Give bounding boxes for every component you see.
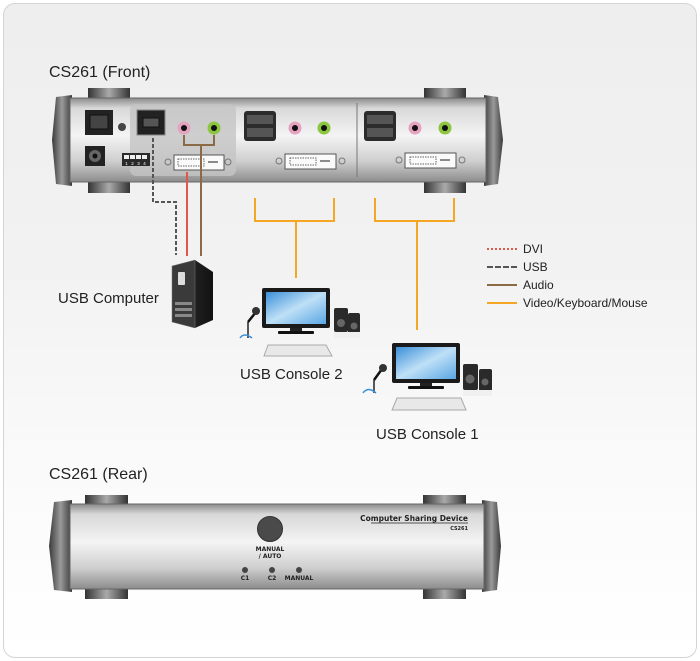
front-foot-tr bbox=[424, 88, 466, 100]
console1-icon bbox=[362, 343, 492, 411]
manual-auto-button[interactable] bbox=[257, 516, 283, 542]
led-c1 bbox=[242, 567, 248, 573]
legend-swatch-dvi bbox=[487, 248, 517, 250]
front-indicator-dot bbox=[118, 123, 126, 131]
legend-label: USB bbox=[523, 260, 548, 274]
rear-foot-tr bbox=[423, 495, 466, 506]
legend-label: DVI bbox=[523, 242, 544, 256]
legend-swatch-audio bbox=[487, 284, 517, 286]
front-foot-tl bbox=[88, 88, 130, 100]
audio-cable-bridge bbox=[183, 135, 215, 146]
legend-label: Audio bbox=[523, 278, 554, 292]
rear-title: CS261 (Rear) bbox=[49, 466, 148, 483]
microphone-icon bbox=[362, 364, 387, 394]
legend-label: Video/Keyboard/Mouse bbox=[523, 296, 648, 310]
console1-label: USB Console 1 bbox=[376, 426, 479, 443]
dip-label: 4 bbox=[143, 161, 146, 166]
rear-foot-tl bbox=[85, 495, 128, 506]
rear-foot-br bbox=[423, 587, 466, 599]
legend-item-usb: USB bbox=[487, 258, 648, 276]
front-title: CS261 (Front) bbox=[49, 64, 151, 81]
speakers-icon bbox=[463, 364, 492, 396]
keyboard-icon bbox=[263, 344, 333, 357]
button-label-line2: / AUTO bbox=[259, 553, 282, 560]
front-foot-br bbox=[424, 181, 466, 193]
front-endcap-left bbox=[52, 95, 72, 186]
legend-item-vkm: Video/Keyboard/Mouse bbox=[487, 294, 648, 312]
cables bbox=[152, 135, 455, 330]
model-label: CS261 bbox=[450, 526, 468, 532]
vkm-cable-console1-bracket bbox=[374, 198, 455, 222]
front-device: 1 2 3 4 bbox=[52, 88, 503, 193]
rear-device: MANUAL / AUTO C1 C2 MANUAL Computer Shar… bbox=[49, 495, 501, 599]
rear-endcap-right bbox=[482, 500, 501, 592]
legend-item-dvi: DVI bbox=[487, 240, 648, 258]
rear-endcap-left bbox=[49, 500, 72, 592]
legend-swatch-usb bbox=[487, 266, 517, 268]
led-manual bbox=[296, 567, 302, 573]
microphone-icon bbox=[239, 307, 260, 339]
legend: DVI USB Audio Video/Keyboard/Mouse bbox=[487, 240, 648, 312]
dip-label: 2 bbox=[131, 161, 134, 166]
brand-label: Computer Sharing Device bbox=[360, 514, 468, 523]
usb-b-port bbox=[136, 109, 166, 136]
keyboard-icon bbox=[391, 397, 467, 411]
dip-label: 1 bbox=[125, 161, 128, 166]
console2-ports bbox=[244, 111, 346, 170]
computer-label: USB Computer bbox=[58, 290, 159, 307]
vkm-cable-console2-bracket bbox=[254, 198, 335, 222]
button-label-line1: MANUAL bbox=[256, 546, 285, 553]
rear-foot-bl bbox=[85, 587, 128, 599]
legend-item-audio: Audio bbox=[487, 276, 648, 294]
speakers-icon bbox=[334, 308, 360, 338]
dip-label: 3 bbox=[137, 161, 140, 166]
led-label-c1: C1 bbox=[241, 575, 250, 582]
legend-swatch-vkm bbox=[487, 302, 517, 304]
led-label-manual: MANUAL bbox=[285, 575, 314, 582]
front-endcap-right bbox=[484, 95, 503, 186]
console2-icon bbox=[239, 288, 360, 357]
host-dvi-port bbox=[164, 154, 232, 171]
front-foot-bl bbox=[88, 181, 130, 193]
console2-label: USB Console 2 bbox=[240, 366, 343, 383]
usb-cable bbox=[152, 138, 177, 255]
computer-tower-icon bbox=[171, 259, 213, 329]
dip-switch: 1 2 3 4 bbox=[122, 153, 150, 166]
led-c2 bbox=[269, 567, 275, 573]
console1-ports bbox=[364, 111, 466, 169]
led-label-c2: C2 bbox=[268, 575, 277, 582]
